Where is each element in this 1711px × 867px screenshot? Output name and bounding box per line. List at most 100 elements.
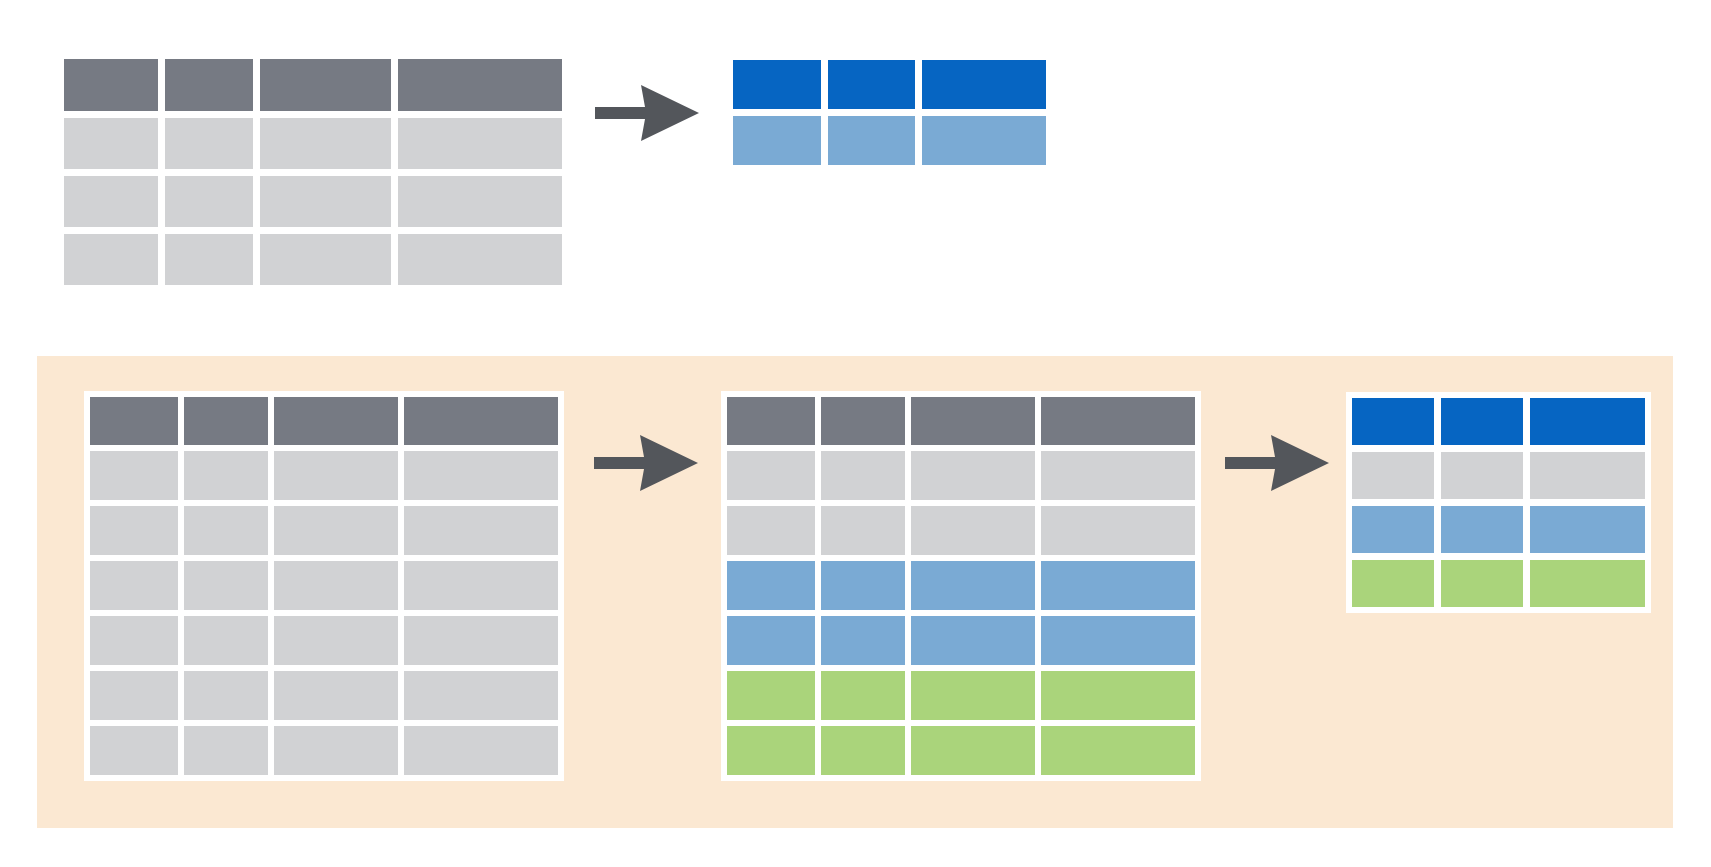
table-cell xyxy=(821,671,905,720)
table-row xyxy=(90,726,558,775)
ungrouped-summary-section xyxy=(64,59,1046,285)
table-cell xyxy=(1530,506,1645,553)
table-header-cell xyxy=(911,397,1035,445)
table-row xyxy=(90,671,558,720)
table-cell xyxy=(64,118,158,169)
table-header-cell xyxy=(1041,397,1195,445)
table-cell xyxy=(821,506,905,555)
table-row xyxy=(727,561,1195,610)
table-cell xyxy=(1352,560,1434,607)
table-header-cell xyxy=(1441,398,1523,445)
table-row xyxy=(90,506,558,555)
table-cell xyxy=(184,671,268,720)
table-cell xyxy=(821,616,905,665)
table-cell xyxy=(90,506,178,555)
table-header-row xyxy=(64,59,562,111)
table-cell xyxy=(1530,452,1645,499)
table-header-cell xyxy=(733,60,821,109)
table-header-cell xyxy=(922,60,1046,109)
table-cell xyxy=(274,616,398,665)
table-header-cell xyxy=(184,397,268,445)
table-row xyxy=(90,561,558,610)
table-cell xyxy=(727,561,815,610)
table-row xyxy=(64,118,562,169)
table-cell xyxy=(911,616,1035,665)
table-cell xyxy=(404,561,558,610)
table-cell xyxy=(90,451,178,500)
table-cell xyxy=(90,671,178,720)
table-header-row xyxy=(727,397,1195,445)
table-header-cell xyxy=(165,59,253,111)
table-row xyxy=(64,234,562,285)
table-cell xyxy=(727,451,815,500)
table-row xyxy=(727,616,1195,665)
table-row xyxy=(727,726,1195,775)
table-cell xyxy=(90,726,178,775)
source-table xyxy=(64,59,562,285)
table-cell xyxy=(274,671,398,720)
table-cell xyxy=(90,616,178,665)
summary-result-table xyxy=(733,60,1046,165)
table-cell xyxy=(184,561,268,610)
table-cell xyxy=(404,726,558,775)
table-cell xyxy=(90,561,178,610)
table-cell xyxy=(1530,560,1645,607)
table-cell xyxy=(1352,506,1434,553)
table-cell xyxy=(922,116,1046,165)
table-cell xyxy=(727,726,815,775)
table-header-row xyxy=(90,397,558,445)
table-header-cell xyxy=(828,60,915,109)
grouped-summary-section xyxy=(37,356,1673,828)
table-cell xyxy=(260,176,391,227)
table-cell xyxy=(274,506,398,555)
table-header-cell xyxy=(821,397,905,445)
table-cell xyxy=(184,616,268,665)
table-row xyxy=(727,671,1195,720)
table-row xyxy=(727,451,1195,500)
table-cell xyxy=(404,671,558,720)
table-cell xyxy=(911,451,1035,500)
table-header-cell xyxy=(1530,398,1645,445)
table-row xyxy=(1352,506,1645,553)
table-cell xyxy=(1041,506,1195,555)
table-cell xyxy=(398,176,562,227)
table-cell xyxy=(165,234,253,285)
table-row xyxy=(1352,560,1645,607)
table-cell xyxy=(727,506,815,555)
table-cell xyxy=(64,234,158,285)
table-cell xyxy=(1441,506,1523,553)
table-cell xyxy=(1041,451,1195,500)
table-row xyxy=(64,176,562,227)
right-arrow-icon xyxy=(594,435,698,491)
grouped-source-table xyxy=(84,391,564,781)
table-cell xyxy=(398,234,562,285)
table-cell xyxy=(398,118,562,169)
table-cell xyxy=(274,451,398,500)
table-row xyxy=(727,506,1195,555)
arrow-shape xyxy=(594,435,698,491)
table-cell xyxy=(821,726,905,775)
table-row xyxy=(733,116,1046,165)
table-cell xyxy=(911,726,1035,775)
table-cell xyxy=(911,506,1035,555)
table-header-cell xyxy=(404,397,558,445)
table-cell xyxy=(184,726,268,775)
table-cell xyxy=(727,671,815,720)
table-cell xyxy=(1041,671,1195,720)
table-cell xyxy=(165,118,253,169)
table-header-cell xyxy=(274,397,398,445)
table-header-cell xyxy=(90,397,178,445)
grouped-summary-table xyxy=(1346,392,1651,613)
table-cell xyxy=(274,561,398,610)
table-row xyxy=(1352,452,1645,499)
table-cell xyxy=(274,726,398,775)
table-cell xyxy=(1041,616,1195,665)
table-cell xyxy=(1041,726,1195,775)
table-header-cell xyxy=(727,397,815,445)
arrow-shape xyxy=(1225,435,1329,491)
table-cell xyxy=(1441,452,1523,499)
table-cell xyxy=(165,176,253,227)
table-header-row xyxy=(733,60,1046,109)
right-arrow-icon xyxy=(1225,435,1329,491)
